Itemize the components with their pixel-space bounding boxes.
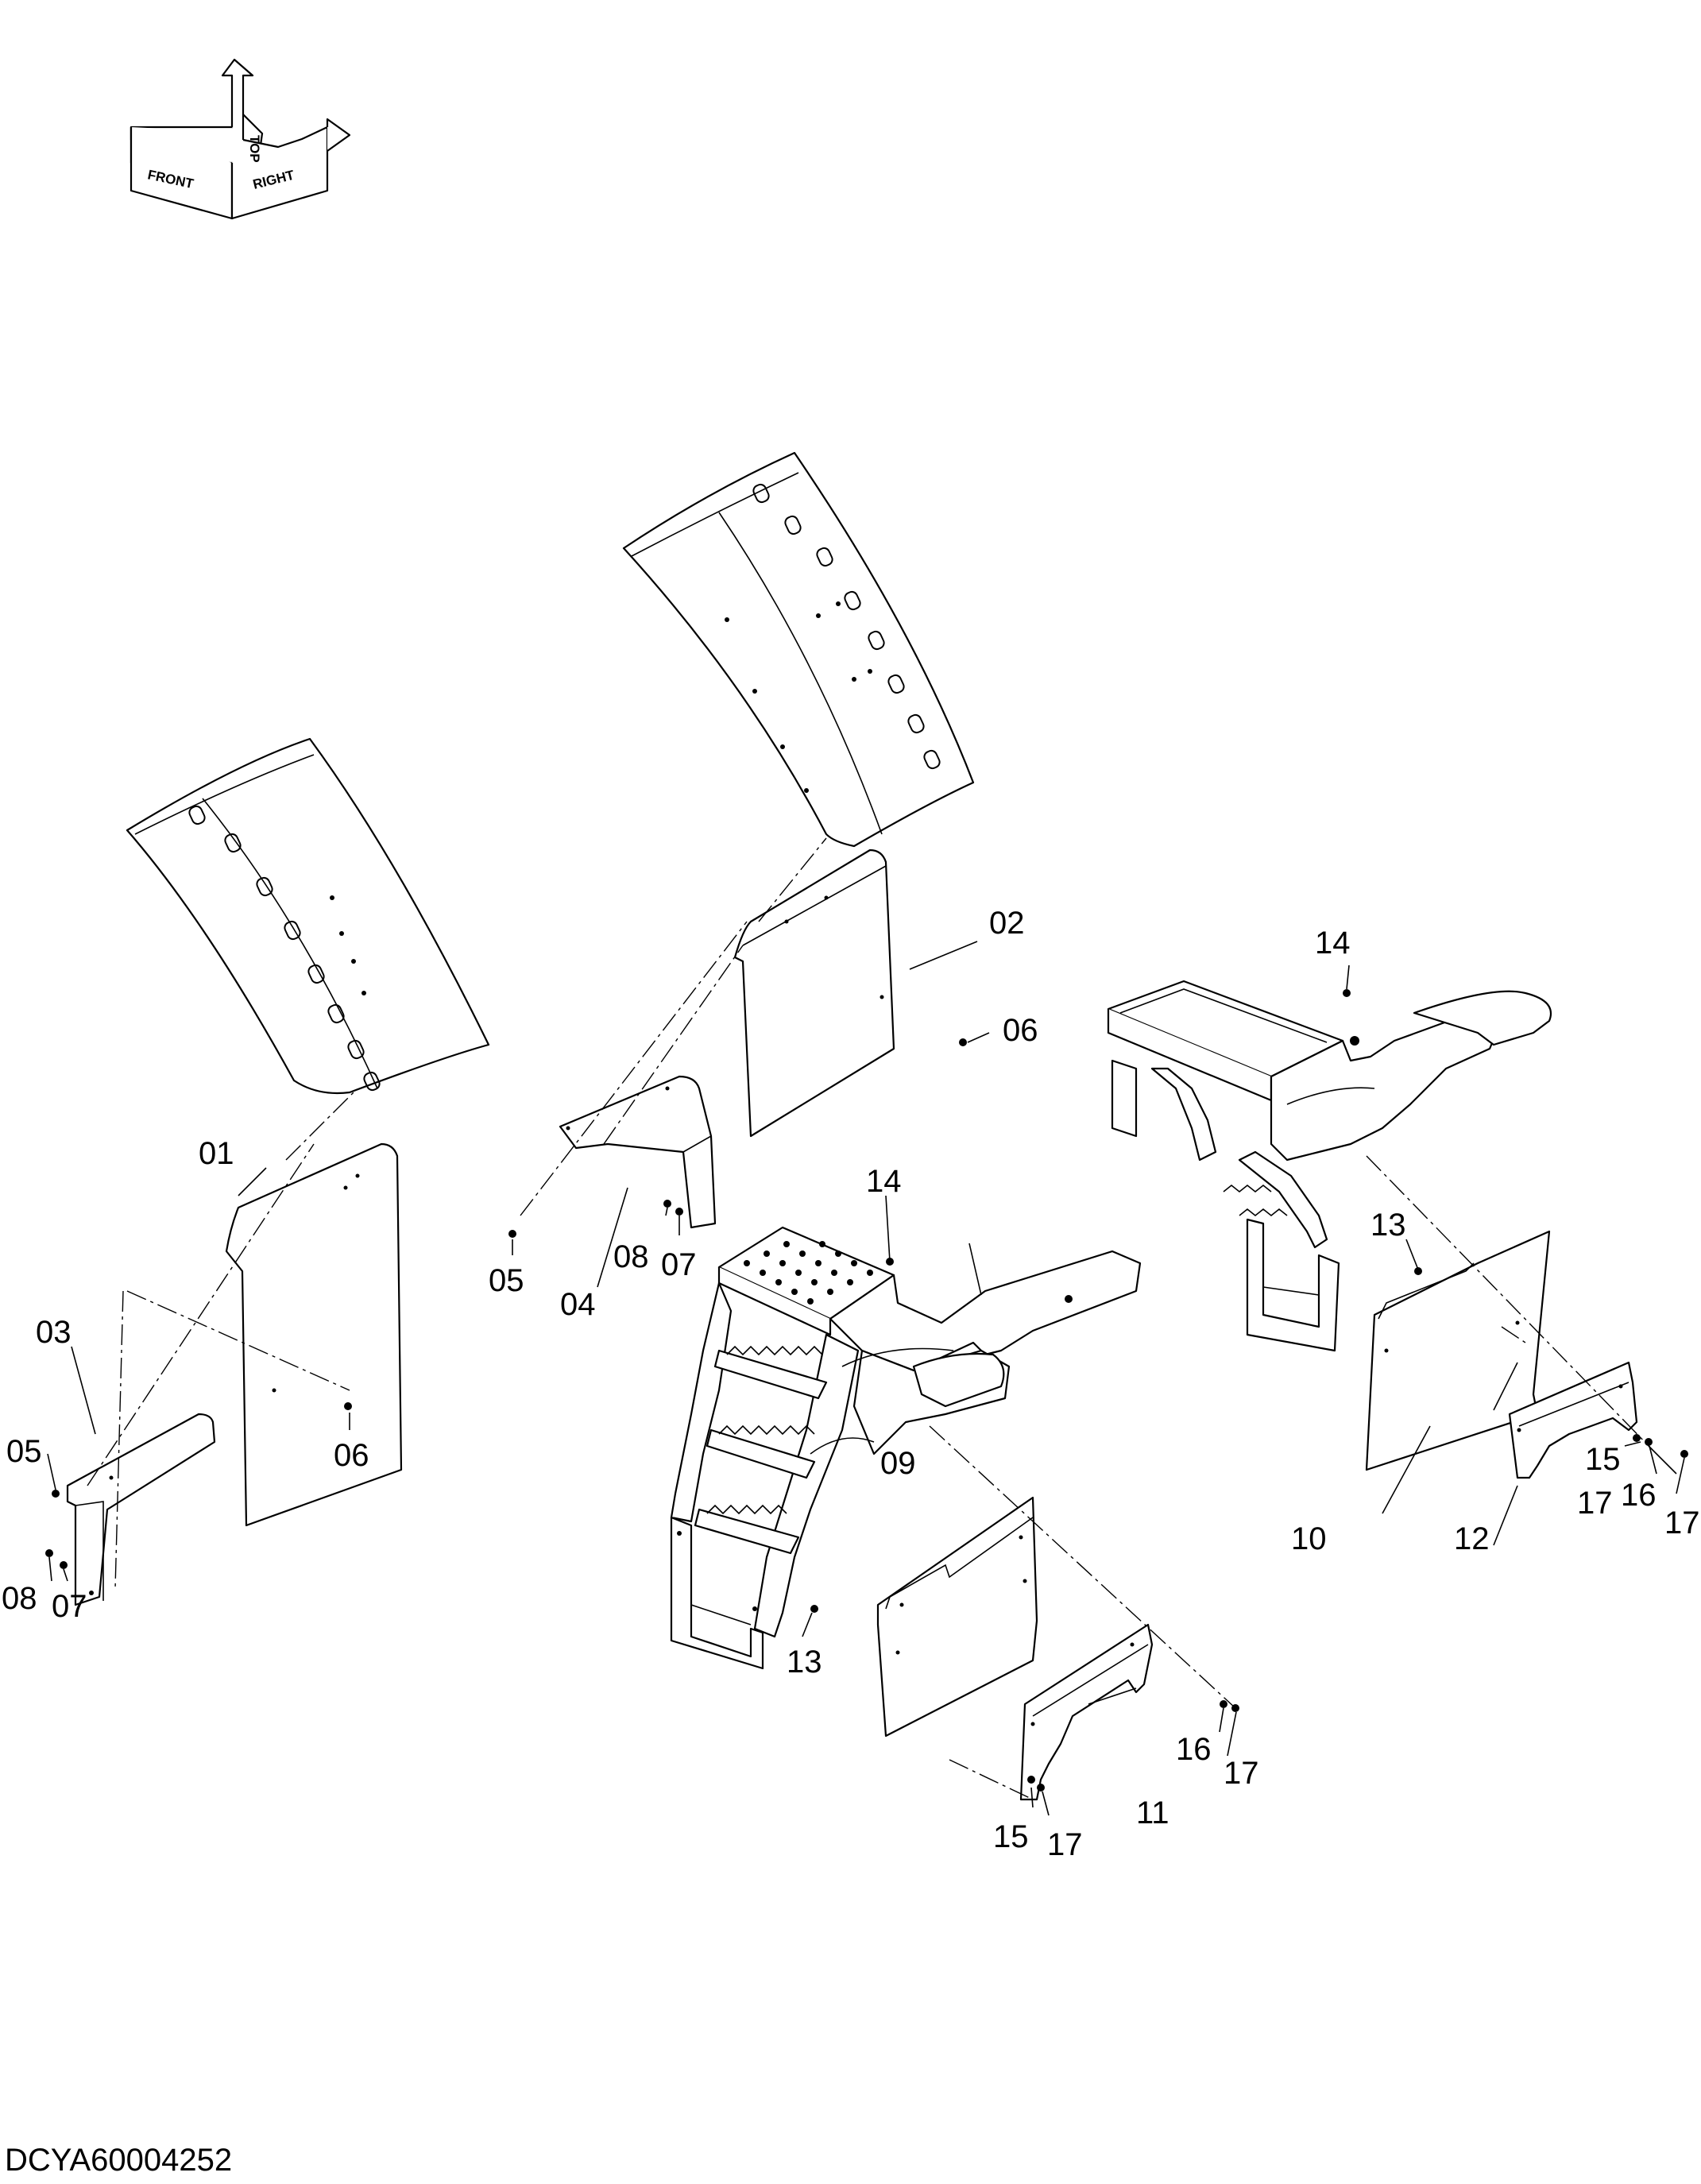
left-fender-assembly (66, 737, 490, 1606)
drawing-id: DCYA60004252 (5, 2143, 232, 2178)
callout-13-center: 13 (787, 1645, 822, 1680)
right-rear-mudflap (1365, 1230, 1551, 1471)
leader-lines (47, 941, 1685, 1816)
center-lower-bracket (1019, 1623, 1154, 1801)
callout-08-center: 08 (613, 1239, 649, 1274)
right-lower-bracket (1508, 1361, 1638, 1479)
callout-08-left: 08 (2, 1581, 37, 1616)
center-rear-mudflap (876, 1496, 1038, 1738)
callout-14-right: 14 (1315, 926, 1351, 961)
callout-09: 09 (880, 1446, 916, 1481)
orientation-triad: FRONT TOP RIGHT (130, 58, 351, 220)
callout-15-right: 15 (1585, 1442, 1621, 1477)
left-fender-shell (126, 737, 490, 1095)
callout-12: 12 (1454, 1521, 1490, 1556)
callout-04: 04 (560, 1287, 596, 1322)
callout-07-left: 07 (52, 1589, 87, 1624)
callout-11: 11 (1136, 1796, 1169, 1830)
callout-05-left: 05 (6, 1434, 42, 1469)
callout-17-right-b: 17 (1664, 1506, 1700, 1540)
center-step-assembly (670, 1226, 1142, 1670)
callout-07-center: 07 (661, 1247, 697, 1282)
callout-17-center-a: 17 (1047, 1827, 1083, 1862)
callout-13-right: 13 (1370, 1208, 1406, 1243)
callout-17-center-b: 17 (1224, 1756, 1259, 1791)
callout-06-left: 06 (334, 1438, 369, 1473)
left-mudflap-panel (225, 1142, 403, 1527)
callout-labels: 01 02 03 04 05 05 06 06 07 07 08 08 09 1… (2, 906, 1700, 1862)
callout-10: 10 (1291, 1521, 1327, 1556)
callout-16-right: 16 (1621, 1478, 1657, 1513)
center-fender-assembly (520, 451, 975, 1229)
center-mudflap-panel (733, 848, 895, 1138)
center-fender-bracket (559, 1075, 717, 1229)
center-fender-shell (622, 451, 975, 848)
callout-16-center: 16 (1176, 1732, 1212, 1767)
callout-06-center: 06 (1003, 1013, 1038, 1048)
hardware (45, 989, 1688, 1792)
callout-02: 02 (989, 906, 1025, 941)
callout-05-center: 05 (489, 1263, 524, 1298)
callout-15-center: 15 (993, 1819, 1029, 1854)
callout-03: 03 (36, 1315, 72, 1350)
callout-14-center: 14 (866, 1164, 902, 1199)
left-fender-bracket (66, 1413, 216, 1606)
callout-01: 01 (199, 1136, 234, 1171)
callout-17-right-a: 17 (1577, 1486, 1613, 1521)
triad-top-label: TOP (247, 135, 262, 163)
right-step-assembly (1107, 980, 1552, 1352)
